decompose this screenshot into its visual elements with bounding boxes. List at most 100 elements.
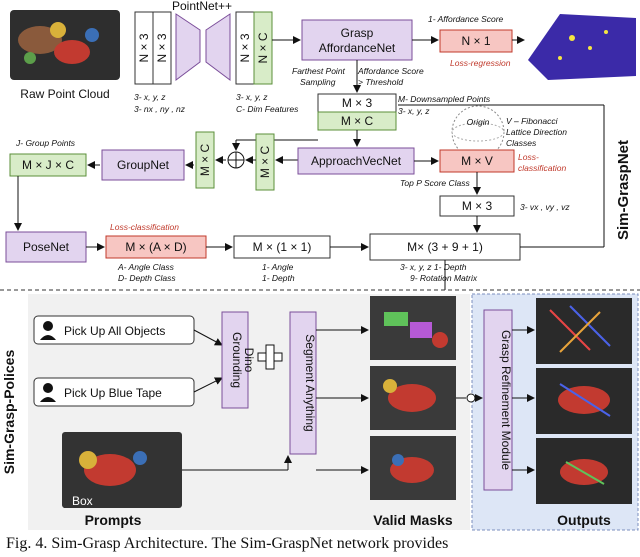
output-image-2 (536, 368, 632, 434)
svg-text:ApproachVecNet: ApproachVecNet (311, 154, 402, 168)
segment-anything: Segment Anything (289, 311, 317, 455)
loss-class-2: classification (518, 163, 566, 173)
decoder-shape (205, 13, 231, 81)
mc-vertical-1: M × C (195, 131, 215, 189)
v-label-1: V – Fibonacci (506, 116, 559, 126)
svg-text:M × V: M × V (461, 154, 493, 168)
affordance-heatmap (528, 14, 636, 80)
m3-box: M × 3 (317, 93, 397, 113)
raw-point-cloud-image (10, 10, 120, 80)
prompt-2: Pick Up Blue Tape (33, 377, 195, 407)
valid-mask-1 (370, 296, 456, 360)
pointnet-label: PointNet++ (172, 0, 232, 13)
policies-side-title: Sim-Grasp-Polices (1, 350, 17, 475)
svg-text:Grasp: Grasp (341, 26, 374, 40)
input-box-2: N × 3 (152, 11, 172, 85)
svg-text:N × 3: N × 3 (238, 33, 252, 62)
j-group-label: J- Group Points (15, 138, 76, 148)
grasp-refinement-module: Grasp Refinement Module (483, 309, 513, 491)
svg-text:M × (A × D): M × (A × D) (125, 240, 186, 254)
svg-text:M × J × C: M × J × C (22, 158, 74, 172)
mc-vertical-2: M × C (255, 133, 275, 191)
aff-box: N × 1 (439, 29, 513, 53)
svg-text:Dino: Dino (242, 348, 256, 373)
mv-box: M × V (439, 149, 515, 173)
m-down-1: M- Downsampled Points (398, 94, 491, 104)
v-label-2: Lattice Direction (506, 127, 567, 137)
svg-text:N × 3: N × 3 (137, 33, 151, 62)
prompt-scene-image (62, 432, 182, 508)
svg-text:GroupNet: GroupNet (117, 158, 170, 172)
svg-text:N × 3: N × 3 (155, 33, 169, 62)
one-depth: 1- Depth (262, 273, 295, 283)
prompts-heading: Prompts (85, 512, 142, 528)
user-icon (43, 383, 53, 393)
grounding-dino: Grounding Dino (221, 311, 256, 409)
v-label-3: Classes (506, 138, 537, 148)
feat-box-n3: N × 3 (235, 11, 255, 85)
final-output-box: M× (3 + 9 + 1) (369, 233, 521, 261)
approach-vec-net: ApproachVecNet (297, 147, 415, 175)
mjc-box: M × J × C (9, 153, 87, 177)
mad-box: M × (A × D) (105, 235, 207, 259)
feat-notes-2: C- Dim Features (236, 104, 299, 114)
svg-text:PoseNet: PoseNet (23, 240, 70, 254)
svg-text:M× (3 + 9 + 1): M× (3 + 9 + 1) (407, 240, 483, 254)
valid-mask-2 (370, 366, 456, 430)
groupnet: GroupNet (101, 149, 185, 181)
fps-line2: Sampling (300, 77, 336, 87)
svg-text:M × C: M × C (341, 114, 374, 128)
svg-text:M × C: M × C (198, 144, 212, 177)
valid-masks-heading: Valid Masks (373, 512, 453, 528)
aff-thresh-line2: > Threshold (358, 77, 403, 87)
input-box-1: N × 3 (134, 11, 154, 85)
svg-text:M × C: M × C (258, 146, 272, 179)
a-angle: A- Angle Class (117, 262, 175, 272)
topp-label: Top P Score Class (400, 178, 471, 188)
svg-text:N × C: N × C (256, 32, 270, 63)
output-image-3 (536, 438, 632, 504)
loss-regression: Loss-regression (450, 58, 511, 68)
svg-text:Segment Anything: Segment Anything (303, 334, 317, 431)
input-notes-2: 3- nx , ny , nz (134, 104, 186, 114)
final-notes-2: 9- Rotation Matrix (410, 273, 478, 283)
input-notes-1: 3- x, y, z (134, 92, 166, 102)
output-image-1 (536, 298, 632, 364)
junction-dot (466, 393, 476, 403)
concat-plus-icon (227, 151, 245, 169)
svg-text:Pick Up All Objects: Pick Up All Objects (64, 324, 165, 338)
m11-box: M × (1 × 1) (233, 235, 331, 259)
fps-line1: Farthest Point (292, 66, 346, 76)
aff-score-label: 1- Affordance Score (428, 14, 504, 24)
user-icon (43, 321, 53, 331)
svg-text:Grounding: Grounding (230, 332, 244, 388)
final-notes-1: 3- x, y, z 1- Depth (400, 262, 467, 272)
svg-text:M × 3: M × 3 (342, 96, 373, 110)
valid-mask-3 (370, 436, 456, 500)
m3b-box: M × 3 (439, 195, 515, 217)
outputs-heading: Outputs (557, 512, 611, 528)
encoder-shape (175, 13, 201, 81)
svg-text:N × 1: N × 1 (461, 34, 490, 48)
mc-box: M × C (317, 111, 397, 131)
d-depth: D- Depth Class (118, 273, 176, 283)
svg-text:Pick Up Blue Tape: Pick Up Blue Tape (64, 386, 162, 400)
loss-classification: Loss-classification (110, 222, 179, 232)
figure-caption: Fig. 4. Sim-Grasp Architecture. The Sim-… (6, 535, 448, 552)
svg-text:AffordanceNet: AffordanceNet (319, 41, 396, 55)
svg-text:Origin: Origin (467, 117, 490, 127)
prompt-1: Pick Up All Objects (33, 315, 195, 345)
box-label: Box (72, 494, 93, 508)
svg-text:M × 3: M × 3 (462, 199, 493, 213)
aff-thresh-line1: Affordance Score (357, 66, 424, 76)
simgraspnet-side-title: Sim-GraspNet (615, 140, 632, 240)
posenet: PoseNet (5, 231, 87, 263)
vxyz-label: 3- vx , vy , vz (520, 202, 570, 212)
loss-class-1: Loss- (518, 152, 539, 162)
svg-text:M × (1 × 1): M × (1 × 1) (253, 240, 312, 254)
svg-text:Grasp Refinement Module: Grasp Refinement Module (499, 330, 513, 470)
feat-box-nc: N × C (253, 11, 273, 85)
plus-icon (257, 344, 283, 370)
